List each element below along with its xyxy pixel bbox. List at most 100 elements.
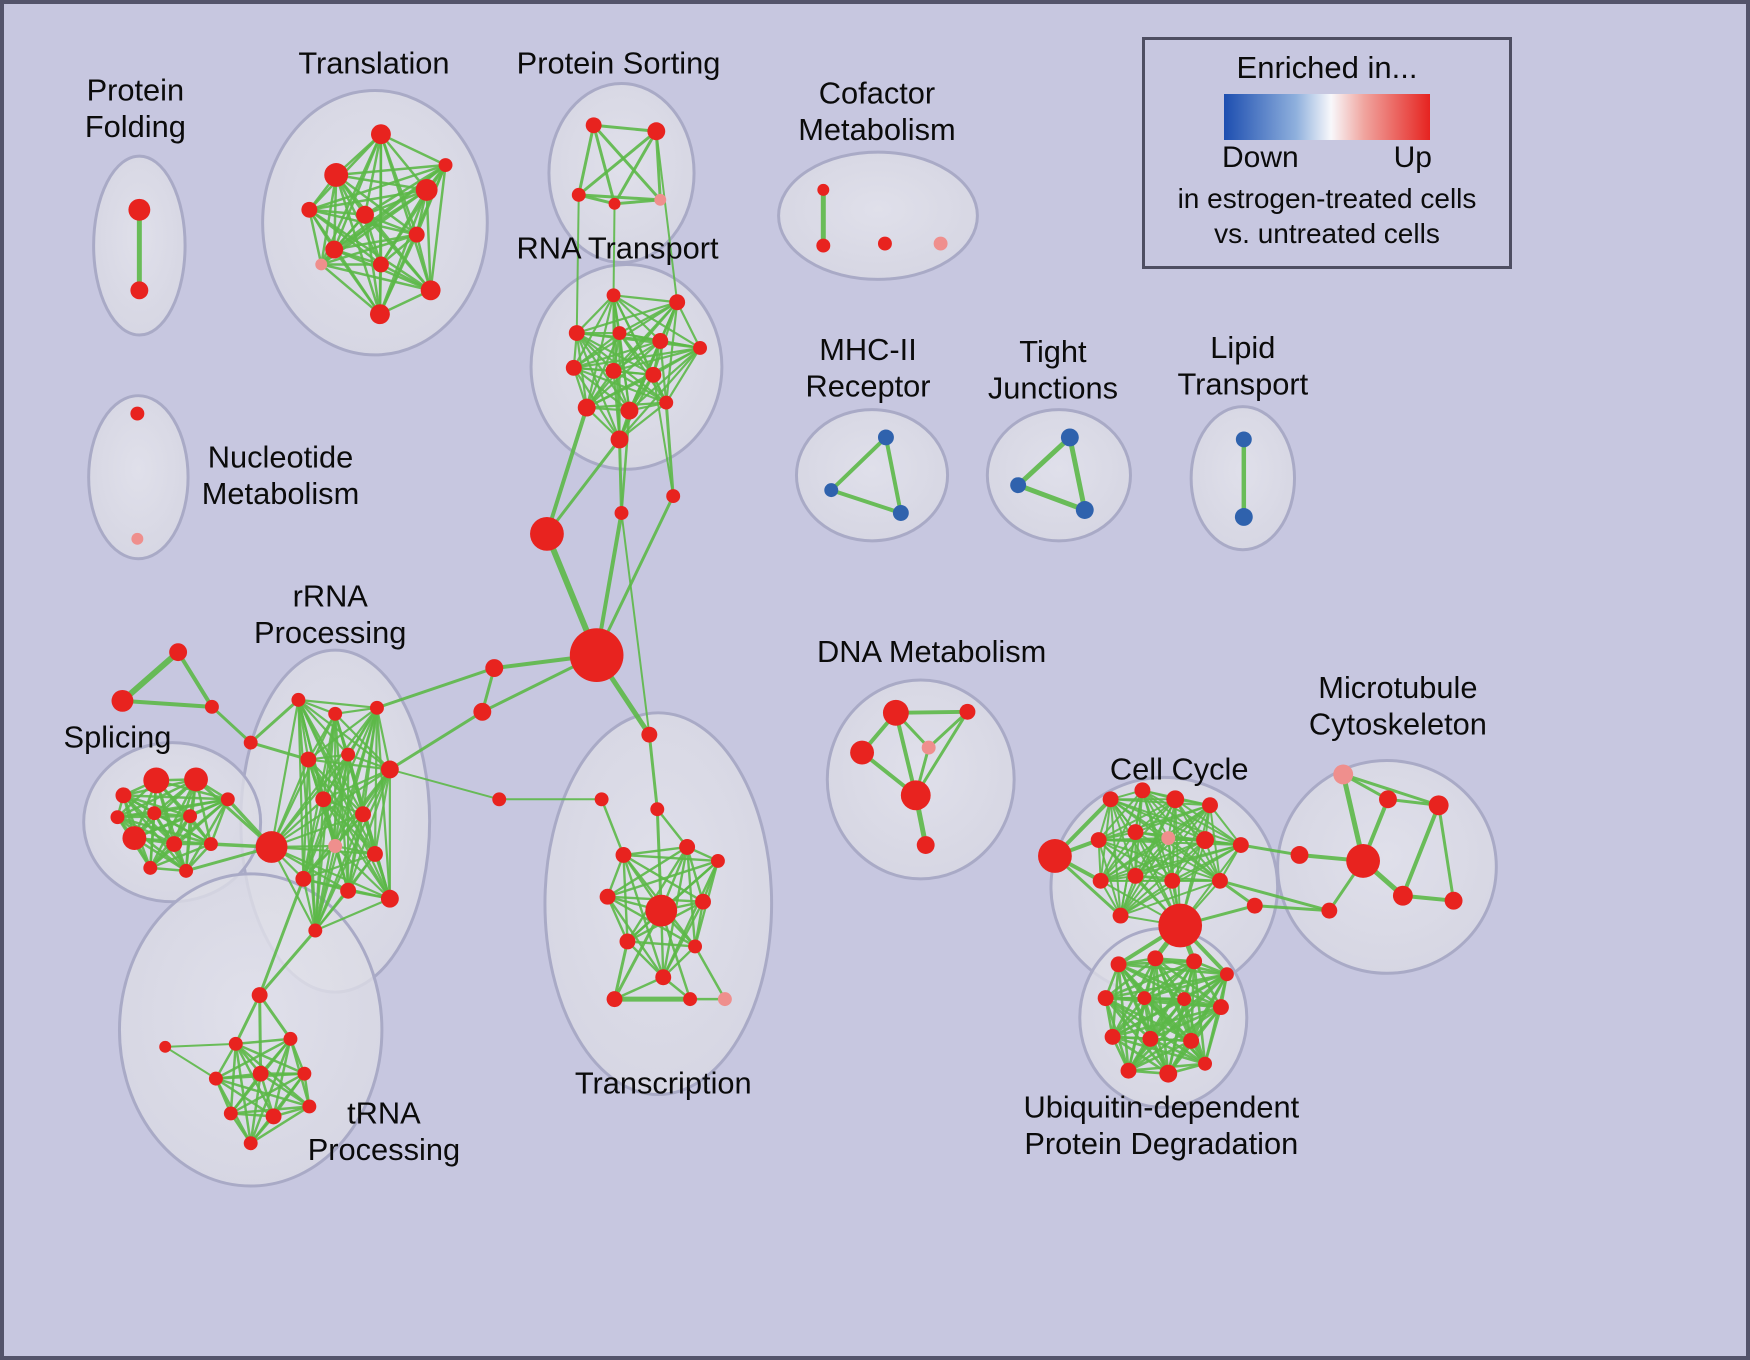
network-node-u14 bbox=[1198, 1056, 1213, 1071]
network-node-u11 bbox=[1183, 1032, 1200, 1049]
network-node-r8 bbox=[255, 831, 288, 863]
network-edge bbox=[258, 929, 317, 997]
network-node-sp11 bbox=[179, 863, 194, 878]
network-node-cc7 bbox=[1127, 824, 1144, 841]
cluster-label-microtubule-cytoskeleton: Microtubule bbox=[1318, 670, 1477, 705]
network-edge bbox=[314, 813, 365, 932]
network-edge bbox=[270, 698, 300, 849]
network-node-d1 bbox=[882, 699, 909, 726]
network-edge bbox=[1111, 997, 1186, 1039]
network-edge bbox=[314, 798, 325, 932]
network-edge bbox=[1099, 831, 1137, 882]
network-node-lt2 bbox=[1234, 508, 1253, 526]
network-edge bbox=[234, 1037, 292, 1046]
network-node-m5 bbox=[1346, 844, 1381, 878]
network-node-u12 bbox=[1120, 1062, 1137, 1079]
network-edge bbox=[209, 798, 230, 846]
network-edge bbox=[622, 845, 689, 857]
network-edge bbox=[270, 712, 337, 849]
network-node-t5 bbox=[356, 205, 374, 224]
network-node-x13 bbox=[606, 991, 623, 1008]
network-edge bbox=[1134, 844, 1242, 877]
cluster-label-microtubule-cytoskeleton: Cytoskeleton bbox=[1309, 707, 1487, 742]
network-edge bbox=[388, 710, 484, 771]
network-edge bbox=[618, 331, 668, 404]
network-edge bbox=[1134, 804, 1212, 834]
network-edge bbox=[612, 339, 662, 372]
network-node-g2 bbox=[111, 689, 134, 712]
network-node-sp4 bbox=[147, 806, 162, 821]
network-edge bbox=[116, 815, 176, 846]
network-node-mh1 bbox=[877, 429, 894, 446]
network-edge bbox=[612, 369, 668, 404]
network-edge bbox=[572, 339, 662, 369]
network-node-m1 bbox=[1333, 764, 1354, 785]
network-node-m8 bbox=[1321, 902, 1338, 919]
network-edge bbox=[1111, 1035, 1207, 1066]
network-edge bbox=[626, 940, 697, 948]
network-node-cn5 bbox=[492, 792, 507, 807]
network-node-rt1 bbox=[606, 288, 621, 303]
network-node-x6 bbox=[710, 853, 725, 868]
network-node-ps3 bbox=[571, 187, 586, 202]
network-node-t6 bbox=[408, 226, 425, 243]
network-edge bbox=[626, 845, 689, 943]
network-edge bbox=[272, 1037, 292, 1118]
network-edge bbox=[572, 366, 631, 412]
network-edge bbox=[176, 650, 214, 709]
network-node-sp12 bbox=[110, 810, 125, 825]
network-node-x8 bbox=[599, 888, 616, 905]
network-edge bbox=[379, 132, 432, 292]
network-edge bbox=[308, 208, 367, 216]
network-edge bbox=[302, 753, 350, 880]
cluster-ellipse-trna-processing bbox=[117, 872, 384, 1188]
network-node-rt9 bbox=[645, 366, 662, 383]
network-edge bbox=[314, 889, 350, 932]
network-node-cf2 bbox=[816, 238, 831, 253]
network-node-u2 bbox=[1147, 950, 1164, 967]
network-edge bbox=[585, 339, 662, 409]
network-edge bbox=[1127, 972, 1229, 1072]
network-edge bbox=[1437, 803, 1456, 903]
network-edge bbox=[270, 845, 391, 900]
network-node-u3 bbox=[1186, 953, 1203, 970]
network-edge bbox=[1109, 798, 1212, 807]
network-edge bbox=[270, 753, 350, 849]
cluster-label-tight-junctions: Tight bbox=[1019, 334, 1087, 369]
cluster-label-ubiquitin-degradation: Ubiquitin-dependent bbox=[1023, 1089, 1299, 1124]
network-node-ps1 bbox=[585, 117, 602, 134]
network-node-tr3 bbox=[283, 1031, 298, 1046]
network-node-ps2 bbox=[647, 122, 666, 141]
network-edge bbox=[1203, 1005, 1223, 1066]
network-edge bbox=[259, 1072, 311, 1108]
network-edge bbox=[612, 294, 702, 350]
network-edge bbox=[363, 163, 447, 216]
cluster-label-splicing: Splicing bbox=[64, 720, 172, 755]
network-edge bbox=[334, 163, 447, 177]
network-node-cc11 bbox=[1092, 872, 1109, 889]
network-node-u13 bbox=[1159, 1064, 1178, 1083]
network-node-sp1 bbox=[143, 767, 170, 794]
network-node-hub1 bbox=[530, 516, 564, 551]
network-node-sp9 bbox=[203, 837, 218, 851]
network-edge bbox=[1253, 904, 1331, 913]
network-edge bbox=[1134, 831, 1174, 882]
network-node-r12 bbox=[367, 846, 383, 862]
network-edge bbox=[1104, 957, 1157, 1000]
network-edge bbox=[1119, 879, 1221, 917]
network-node-r15 bbox=[380, 889, 399, 908]
network-node-m6 bbox=[1392, 885, 1413, 906]
network-node-tr6 bbox=[297, 1066, 312, 1081]
network-edge bbox=[612, 202, 616, 297]
legend-caption-line2: vs. untreated cells bbox=[1214, 218, 1440, 249]
network-edge bbox=[1099, 839, 1207, 882]
network-edge bbox=[116, 815, 188, 873]
network-node-cn4 bbox=[473, 702, 492, 721]
network-edge bbox=[120, 698, 214, 709]
network-node-r10 bbox=[355, 806, 371, 823]
network-edge bbox=[618, 346, 702, 441]
network-edge bbox=[375, 666, 496, 710]
legend-box: Enriched in... Down Up in estrogen-treat… bbox=[1142, 37, 1512, 269]
network-node-rt2 bbox=[669, 294, 686, 311]
network-node-cn2 bbox=[666, 489, 681, 504]
